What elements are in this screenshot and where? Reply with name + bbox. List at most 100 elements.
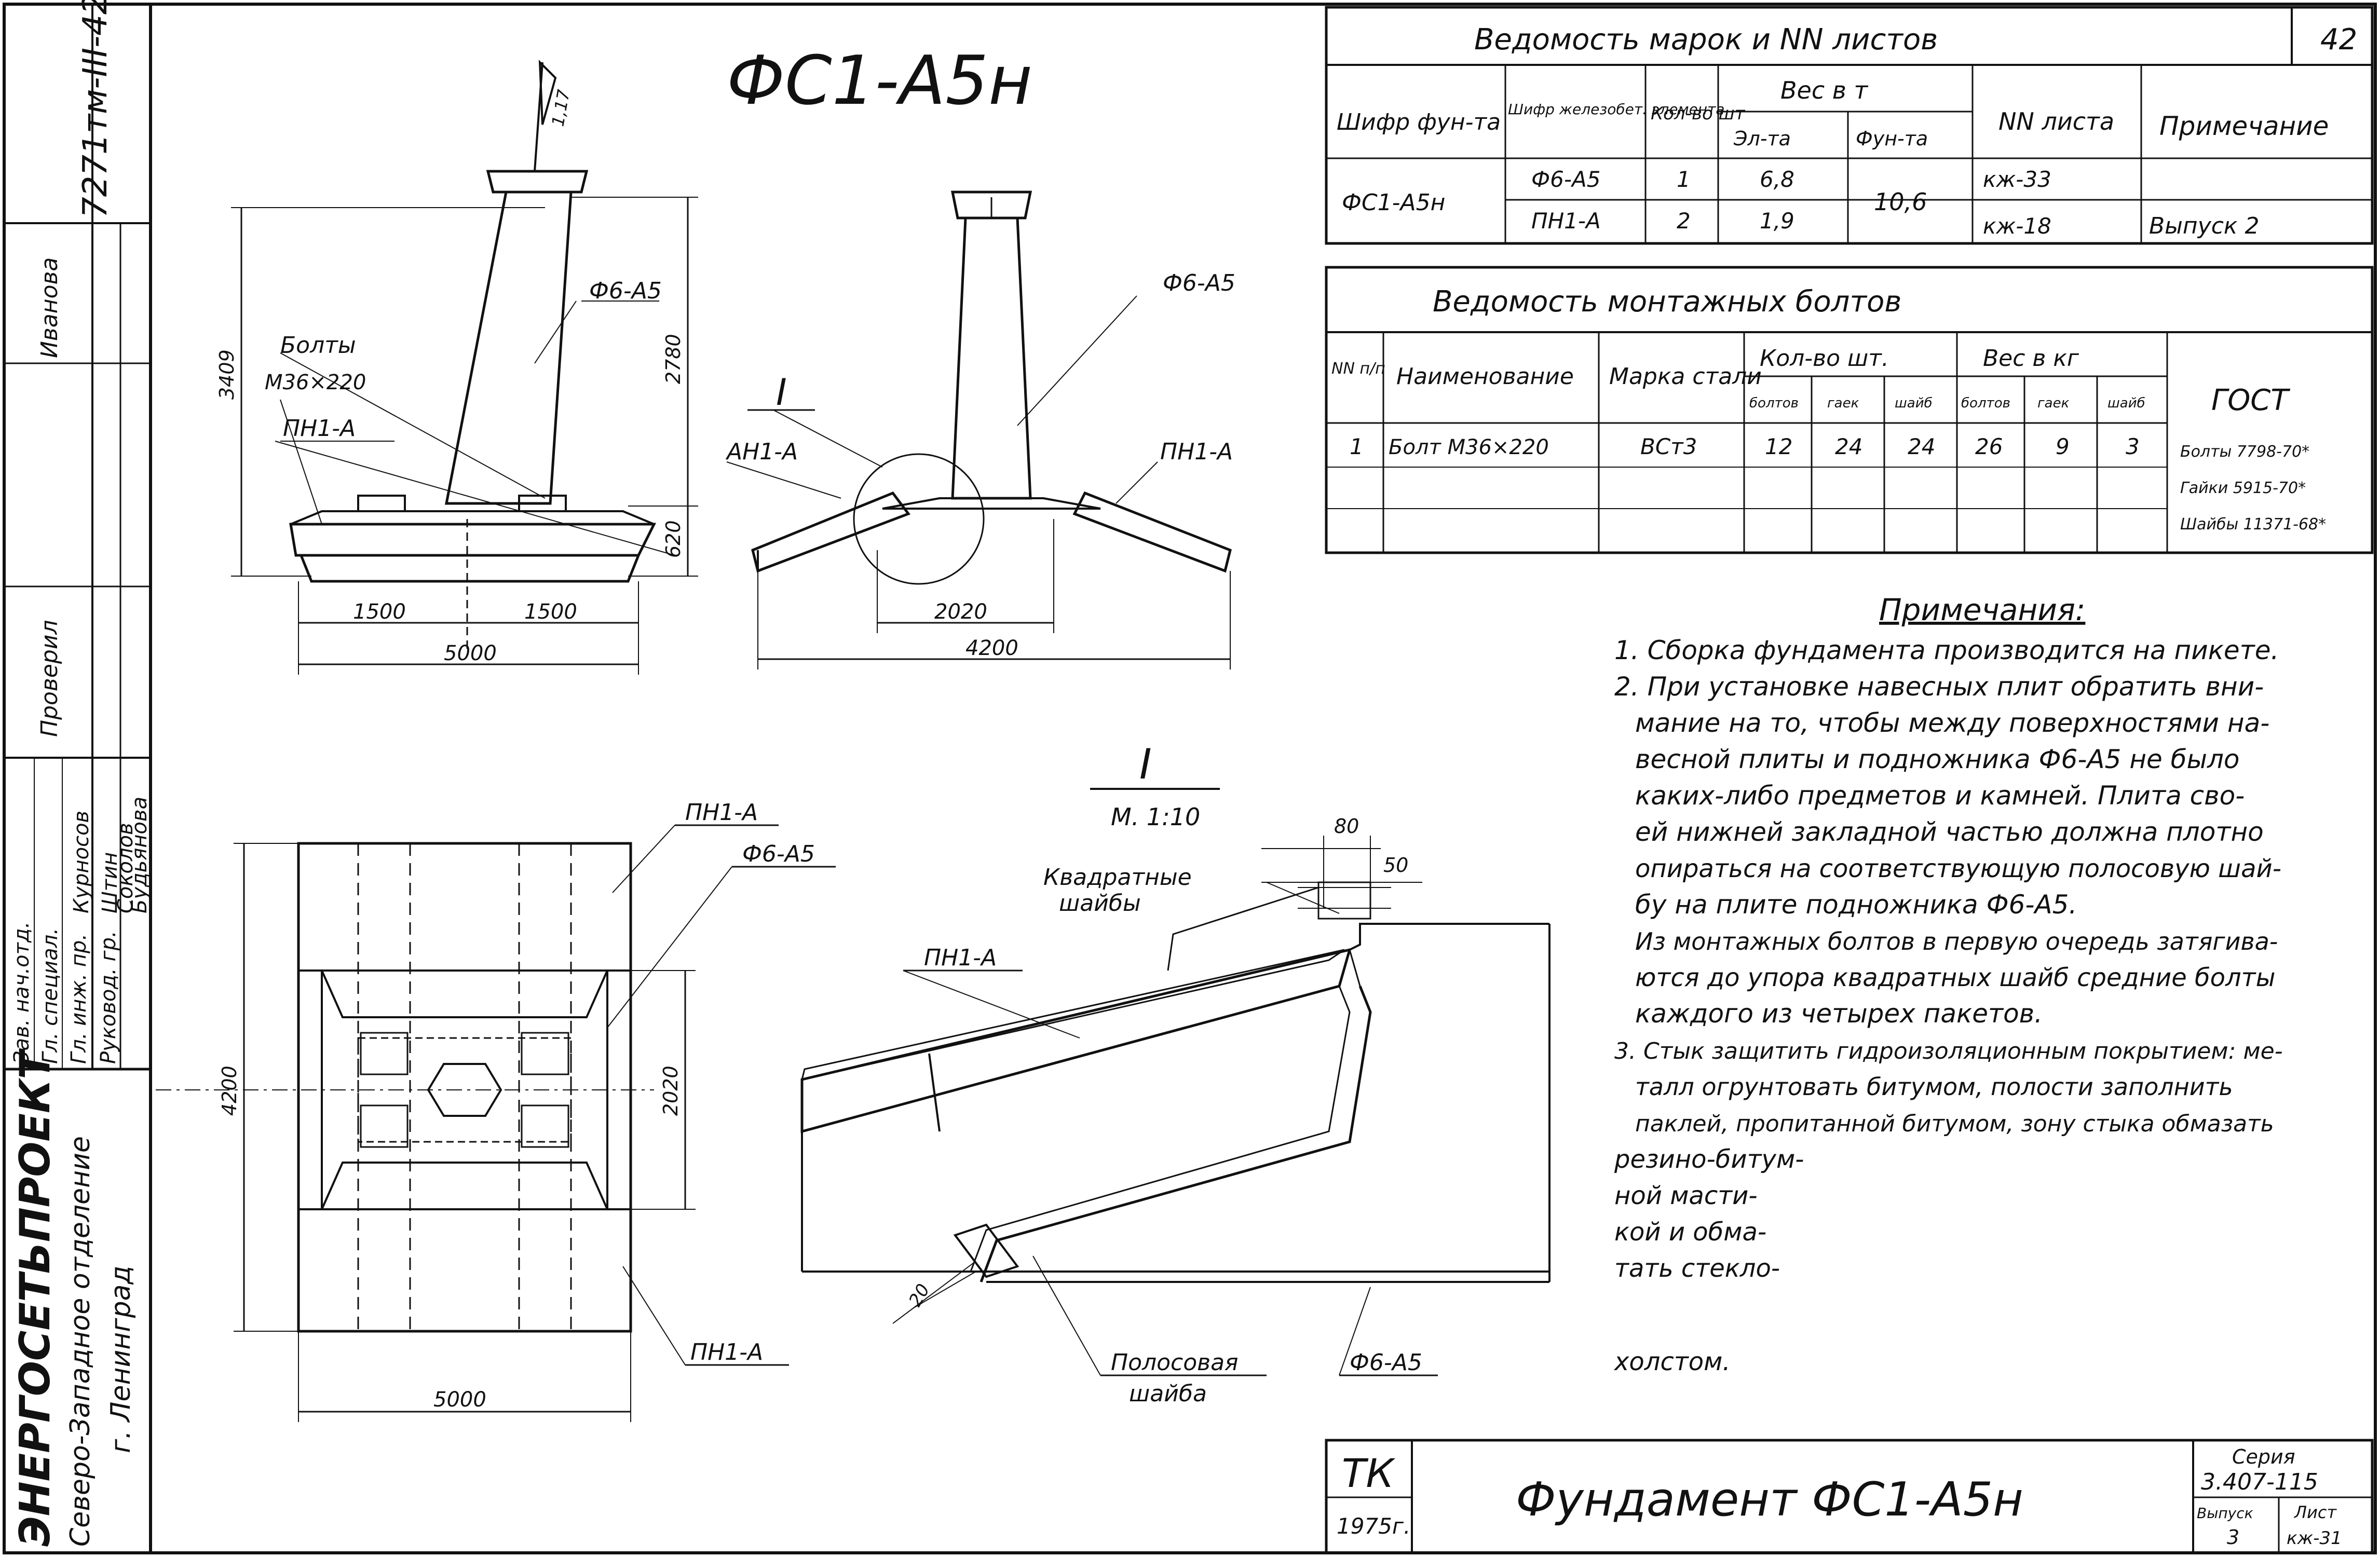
marks-row1-sheet: кж-33: [1983, 167, 2051, 192]
title-block-sheet-label: Лист: [2294, 1503, 2337, 1522]
sidebar-name-1: Курносов: [70, 811, 93, 913]
sidebar-role-4: Руковод. гр.: [97, 931, 120, 1064]
bolts-h-qty: Кол-во шт.: [1760, 345, 1889, 372]
dim-3409: 3409: [215, 349, 238, 400]
label-detail-mark: I: [1139, 740, 1152, 788]
marks-h-elem: Шифр железобет. элемента: [1508, 101, 1725, 118]
bolts-h-qty-n: гаек: [1827, 395, 1859, 411]
marks-row1-w: 6,8: [1760, 167, 1794, 192]
note-line: мание на то, чтобы между поверхностями н…: [1635, 708, 2269, 738]
dim-5000-plan: 5000: [433, 1388, 486, 1412]
sheet-frame: [3, 3, 2377, 1554]
bolts-row-qn: 24: [1835, 434, 1862, 459]
dim-1500-b: 1500: [524, 600, 577, 624]
dim-1500-a: 1500: [353, 600, 406, 624]
bolts-h-w-w: шайб: [2107, 395, 2145, 411]
drawing-title: ФС1-А5н: [727, 41, 1032, 120]
sidebar-name-3: Соколов: [114, 823, 138, 913]
dim-5000-front: 5000: [444, 641, 497, 665]
plan-view: [156, 824, 836, 1422]
dim-50: 50: [1383, 854, 1408, 877]
note-line: каждого из четырех пакетов.: [1635, 999, 2043, 1029]
label-bolts: Болты: [280, 332, 356, 359]
title-block-name: Фундамент ФС1-А5н: [1516, 1472, 2023, 1527]
side-elevation-view: [726, 190, 1232, 670]
note-line: каких-либо предметов и камней. Плита сво…: [1635, 781, 2245, 811]
label-f6-side: Ф6-А5: [1163, 270, 1235, 296]
marks-h-weight-found: Фун-та: [1856, 127, 1928, 150]
title-block-sheet: кж-31: [2287, 1528, 2342, 1549]
label-bolts-size: М36×220: [265, 371, 366, 394]
note-line: весной плиты и подножника Ф6-А5 не было: [1635, 744, 2240, 774]
note-line: ей нижней закладной частью должна плотно: [1635, 817, 2264, 847]
bolts-h-w-n: гаек: [2037, 395, 2070, 411]
sidebar-city: г. Ленинград: [105, 1266, 137, 1453]
sidebar-code: 7271тм-III-42: [76, 0, 115, 218]
notes-body: 1. Сборка фундамента производится на пик…: [1613, 635, 2283, 1376]
marks-table-title: Ведомость марок и NN листов: [1474, 23, 1938, 57]
note-line: 2. При установке навесных плит обратить …: [1614, 672, 2264, 702]
note-line: тать стекло-: [1614, 1254, 1780, 1283]
marks-row2-w: 1,9: [1760, 208, 1794, 234]
sidebar-name-5: Иванова: [36, 257, 63, 358]
dim-2020-side: 2020: [934, 600, 987, 624]
bolts-h-qty-w: шайб: [1895, 395, 1933, 411]
note-line: резино-битум-: [1614, 1145, 1804, 1174]
label-pn1-plan-top: ПН1-А: [685, 799, 758, 826]
note-line: ной масти-: [1614, 1181, 1758, 1210]
bolts-gost-2: Гайки 5915-70*: [2180, 479, 2306, 497]
sidebar-branch: Северо-Западное отделение: [65, 1136, 96, 1547]
dim-4200-plan: 4200: [218, 1066, 241, 1116]
sidebar-role-1: Зав. нач.отд.: [10, 922, 34, 1064]
note-line: паклей, пропитанной битумом, зону стыка …: [1635, 1111, 2274, 1137]
label-square-washers-2: шайбы: [1059, 890, 1141, 917]
label-pn1-detail: ПН1-А: [924, 945, 997, 971]
bolts-gost-1: Болты 7798-70*: [2180, 443, 2309, 461]
marks-h-weight-el: Эл-та: [1733, 127, 1791, 150]
detail-view: [800, 788, 1551, 1376]
bolts-h-w-b: болтов: [1961, 395, 2010, 411]
sheet-number: 42: [2320, 23, 2357, 57]
dim-80: 80: [1334, 815, 1359, 838]
sidebar-name-4: Будьянова: [128, 797, 152, 913]
bolts-table-grid: [1325, 266, 2374, 554]
bolts-h-weight: Вес в кг: [1983, 345, 2079, 372]
marks-h-qty: Кол-во шт: [1651, 103, 1746, 124]
marks-row1-elem: Ф6-А5: [1531, 167, 1601, 192]
bolts-row-name: Болт М36×220: [1389, 435, 1549, 459]
bolts-row-ww: 3: [2126, 434, 2140, 459]
marks-weight-found: 10,6: [1874, 188, 1927, 216]
marks-found-code: ФС1-А5н: [1342, 189, 1445, 216]
label-pn1-side: ПН1-А: [1160, 439, 1233, 465]
bolts-row-wn: 9: [2056, 434, 2070, 459]
label-pn1-plan-bottom: ПН1-А: [690, 1339, 763, 1365]
title-block-tk: ТК: [1342, 1450, 1395, 1496]
marks-row2-note: Выпуск 2: [2149, 213, 2259, 239]
label-square-washers-1: Квадратные: [1043, 864, 1192, 891]
marks-table-grid: [1325, 6, 2374, 245]
label-pn1-front: ПН1-А: [283, 415, 356, 442]
dim-2020-plan: 2020: [659, 1066, 682, 1116]
sidebar-org: ЭНЕРГОСЕТЬПРОЕКТ: [11, 1048, 59, 1547]
note-line: Из монтажных болтов в первую очередь зат…: [1635, 927, 2278, 955]
front-elevation-view: [231, 59, 698, 675]
bolts-row-steel: ВСт3: [1640, 434, 1697, 459]
bolts-row-num: 1: [1350, 434, 1364, 459]
title-block-issue: 3: [2227, 1526, 2239, 1549]
label-f6-front: Ф6-А5: [589, 278, 662, 304]
title-block-series-label: Серия: [2232, 1445, 2295, 1468]
title-block-year: 1975г.: [1337, 1513, 1410, 1539]
marks-row1-qty: 1: [1677, 167, 1691, 192]
title-block-issue-label: Выпуск: [2197, 1505, 2253, 1522]
label-detail-mark-side: I: [776, 371, 787, 414]
bolts-table-title: Ведомость монтажных болтов: [1433, 285, 1901, 319]
bolts-row-qb: 12: [1765, 434, 1792, 459]
label-strip-washer-2: шайба: [1129, 1381, 1207, 1407]
label-an1: АН1-А: [725, 439, 798, 465]
note-line: талл огрунтовать битумом, полости заполн…: [1635, 1073, 2233, 1101]
marks-h-sheet: NN листа: [1998, 107, 2114, 135]
marks-h-note: Примечание: [2159, 111, 2329, 141]
label-strip-washer-1: Полосовая: [1111, 1349, 1239, 1376]
note-line: ются до упора квадратных шайб средние бо…: [1635, 963, 2276, 992]
